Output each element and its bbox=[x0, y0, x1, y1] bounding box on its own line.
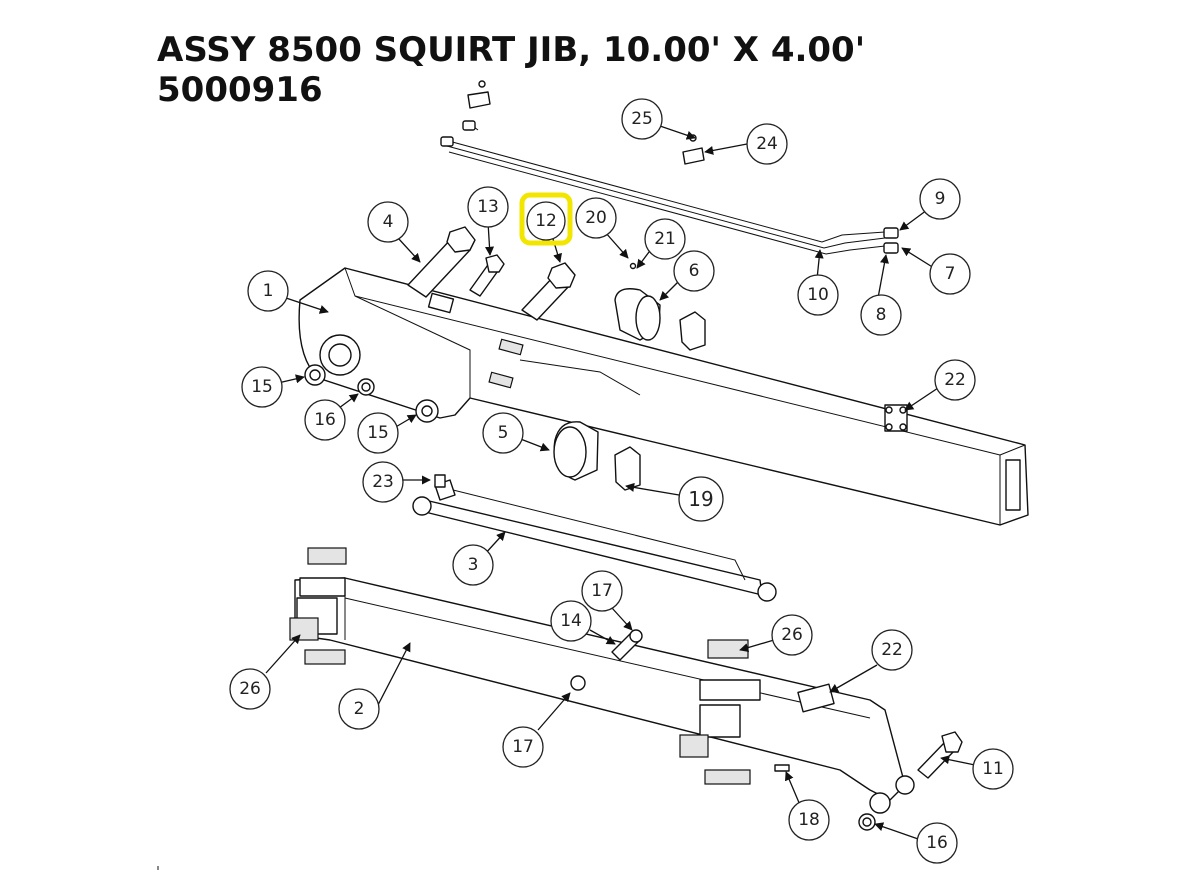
title-line-2: 5000916 bbox=[157, 70, 323, 110]
callout-24: 24 bbox=[746, 123, 788, 165]
svg-text:18: 18 bbox=[798, 810, 820, 830]
svg-text:15: 15 bbox=[367, 423, 389, 443]
pin-12 bbox=[521, 262, 576, 321]
callout-11: 11 bbox=[972, 748, 1014, 790]
sleeve-5 bbox=[553, 421, 599, 481]
svg-text:2: 2 bbox=[354, 699, 365, 719]
callout-17a: 17 bbox=[581, 570, 623, 612]
svg-text:10: 10 bbox=[807, 285, 829, 305]
svg-text:23: 23 bbox=[372, 472, 394, 492]
hose-clamp-24 bbox=[682, 134, 705, 165]
fitting-block-22 bbox=[884, 404, 908, 432]
callout-14: 14 bbox=[550, 600, 592, 642]
svg-text:5: 5 bbox=[498, 423, 509, 443]
svg-text:15: 15 bbox=[251, 377, 273, 397]
callout-2: 2 bbox=[338, 688, 380, 730]
fitting-23 bbox=[434, 474, 446, 488]
nut-15b bbox=[415, 399, 439, 423]
screw-21 bbox=[629, 262, 637, 270]
svg-text:17: 17 bbox=[591, 581, 613, 601]
callout-21: 21 bbox=[644, 218, 686, 260]
callout-17b: 17 bbox=[502, 726, 544, 768]
svg-text:1: 1 bbox=[263, 281, 274, 301]
svg-text:25: 25 bbox=[631, 109, 653, 129]
callout-22b: 22 bbox=[871, 629, 913, 671]
callout-16b: 16 bbox=[916, 822, 958, 864]
svg-text:26: 26 bbox=[781, 625, 803, 645]
screw-18 bbox=[774, 764, 790, 772]
callout-9: 9 bbox=[919, 178, 961, 220]
callout-6: 6 bbox=[673, 250, 715, 292]
lower-boom bbox=[289, 547, 915, 814]
callout-16a: 16 bbox=[304, 399, 346, 441]
callout-22a: 22 bbox=[934, 359, 976, 401]
svg-text:26: 26 bbox=[239, 679, 261, 699]
callout-15a: 15 bbox=[241, 366, 283, 408]
callout-3: 3 bbox=[452, 544, 494, 586]
callout-20: 20 bbox=[575, 197, 617, 239]
svg-text:9: 9 bbox=[935, 189, 946, 209]
svg-text:13: 13 bbox=[477, 197, 499, 217]
callout-25: 25 bbox=[621, 98, 663, 140]
sleeve-6 bbox=[614, 288, 661, 341]
svg-text:16: 16 bbox=[314, 410, 336, 430]
svg-text:16: 16 bbox=[926, 833, 948, 853]
clip-6 bbox=[679, 311, 706, 351]
callout-12: 12 bbox=[526, 201, 566, 241]
pin-4 bbox=[407, 226, 476, 298]
fitting-block-22b bbox=[797, 683, 835, 713]
svg-text:6: 6 bbox=[689, 261, 700, 281]
callout-10: 10 bbox=[797, 274, 839, 316]
svg-text:11: 11 bbox=[982, 759, 1004, 779]
svg-text:7: 7 bbox=[945, 264, 956, 284]
svg-text:20: 20 bbox=[585, 208, 607, 228]
svg-text:8: 8 bbox=[876, 305, 887, 325]
drawing-title: ASSY 8500 SQUIRT JIB, 10.00' X 4.00' 500… bbox=[157, 30, 865, 110]
svg-text:17: 17 bbox=[512, 737, 534, 757]
svg-text:3: 3 bbox=[468, 555, 479, 575]
svg-text:24: 24 bbox=[756, 134, 778, 154]
clip-19 bbox=[614, 446, 641, 491]
callout-8: 8 bbox=[860, 294, 902, 336]
callout-4: 4 bbox=[367, 201, 409, 243]
callout-13: 13 bbox=[467, 186, 509, 228]
title-line-1: ASSY 8500 SQUIRT JIB, 10.00' X 4.00' bbox=[157, 30, 866, 70]
svg-text:22: 22 bbox=[944, 370, 966, 390]
callout-7: 7 bbox=[929, 253, 971, 295]
upper-boom bbox=[298, 267, 1029, 526]
svg-text:21: 21 bbox=[654, 229, 676, 249]
callout-23: 23 bbox=[362, 461, 404, 503]
callout-26b: 26 bbox=[771, 614, 813, 656]
pin-14 bbox=[611, 629, 643, 661]
svg-text:14: 14 bbox=[560, 611, 582, 631]
highlight-box bbox=[519, 192, 573, 246]
nut-16a bbox=[357, 378, 375, 396]
hose-clamp-top bbox=[467, 80, 491, 109]
bolt-13 bbox=[469, 254, 505, 297]
svg-text:4: 4 bbox=[383, 212, 394, 232]
callout-18: 18 bbox=[788, 799, 830, 841]
svg-text:22: 22 bbox=[881, 640, 903, 660]
svg-text:12: 12 bbox=[535, 211, 557, 231]
nut-16b bbox=[858, 813, 876, 831]
callout-26a: 26 bbox=[229, 668, 271, 710]
callout-5: 5 bbox=[482, 412, 524, 454]
svg-text:19: 19 bbox=[688, 487, 713, 511]
hose-assembly bbox=[440, 120, 899, 255]
callout-15b: 15 bbox=[357, 412, 399, 454]
pin-11 bbox=[917, 731, 963, 779]
callout-1: 1 bbox=[247, 270, 289, 312]
callout-19: 19 bbox=[678, 476, 724, 522]
nut-15a bbox=[304, 364, 326, 386]
